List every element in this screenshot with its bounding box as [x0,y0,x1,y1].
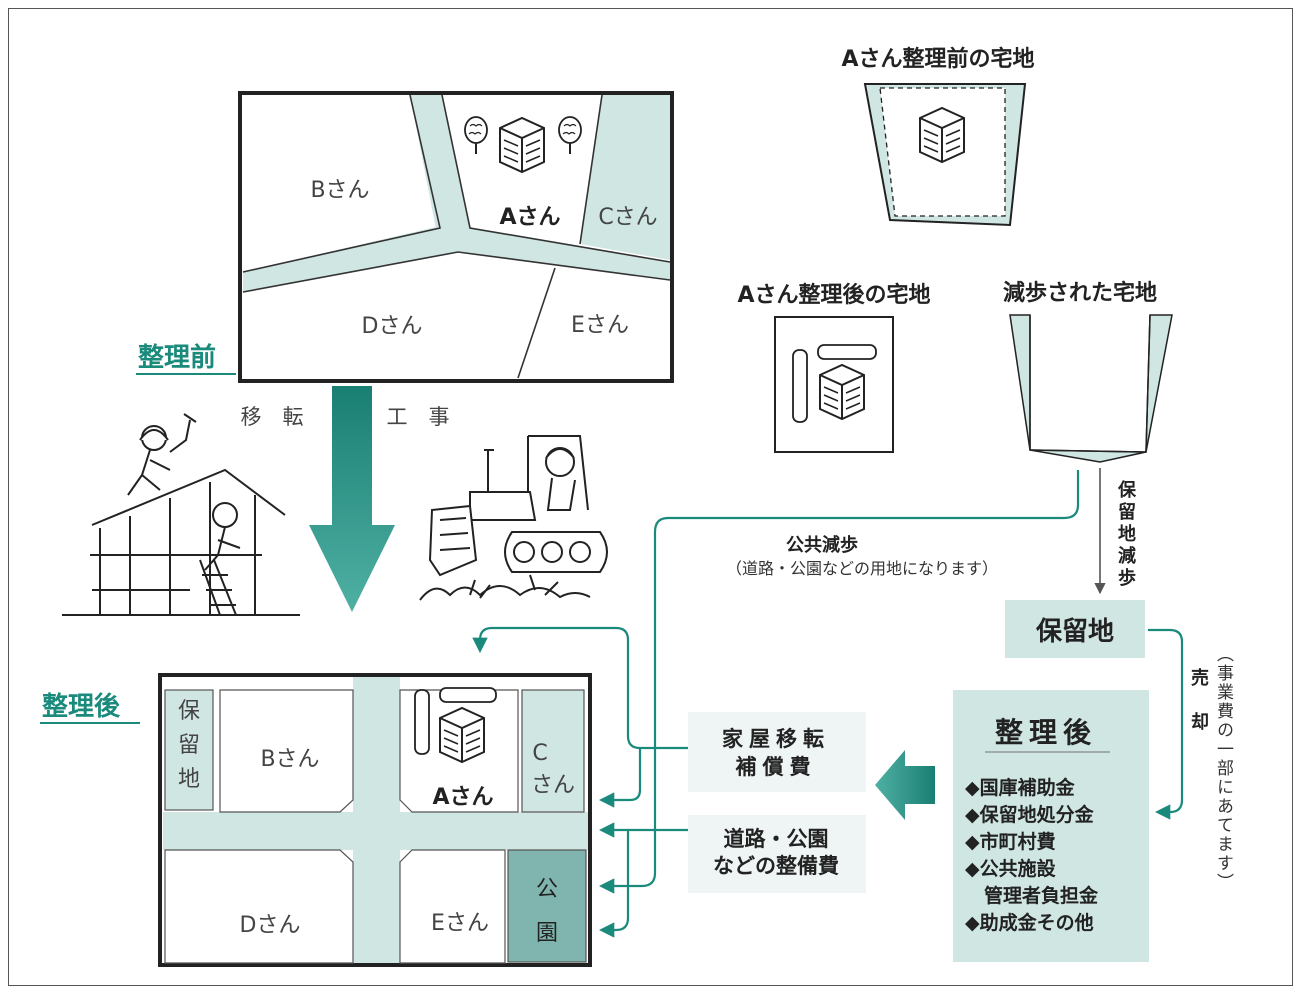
compensation-line-1: 家屋移転 [722,727,830,751]
compensation-to-c-arrow [598,748,642,808]
funding-list: ◆国庫補助金 ◆保留地処分金 ◆市町村費 ◆公共施設 管理者負担金 ◆助成金その… [965,776,1099,934]
before-road-vertical [410,95,470,250]
carpenter-house-illustration [62,413,300,616]
funding-box [953,690,1149,962]
relocation-label: 移 転 [241,405,304,429]
sale-char-1: 売 [1191,667,1209,689]
reduced-title: 減歩された宅地 [1003,280,1157,306]
a-after-title: Aさん整理後の宅地 [737,282,930,308]
text-label: 減 [1118,545,1136,567]
before-map: Bさん Aさん Cさん Dさん Eさん [238,91,674,383]
compensation-to-house-arrow [472,626,688,750]
after-lot-b-label: Bさん [260,747,319,772]
after-lot-d-label: Dさん [240,913,301,938]
maintenance-box [688,815,866,893]
after-reserve-char-2: 留 [178,733,200,758]
before-heading: 整理前 [138,342,216,373]
tree-icon [817,344,877,360]
before-lot-e-label: Eさん [571,313,629,338]
after-park-char-2: 園 [536,921,558,946]
bulldozer-illustration [419,435,608,601]
after-park [507,849,587,963]
outer-frame [8,8,1293,986]
funding-item: ◆市町村費 [965,830,1056,853]
text-label: 歩 [1118,568,1136,589]
funding-item: 管理者負担金 [965,884,1099,907]
after-lot-c [521,689,585,813]
maintenance-line-1: 道路・公園 [724,827,829,851]
sale-arrow [1148,628,1184,820]
after-lot-e-label: Eさん [431,911,489,936]
sale-note: （事業費の一部にあてます） [1213,645,1234,892]
a-after-lot [774,316,894,453]
reduced-lot [1009,314,1173,463]
maintenance-line-2: などの整備費 [713,854,839,878]
after-map: 保 留 地 Bさん Aさん C さん Dさん Eさん 公 園 [158,673,592,967]
before-lot-d-label: Dさん [362,314,423,339]
funding-title: 整理後 [995,716,1097,749]
a-before-title: Aさん整理前の宅地 [841,46,1034,72]
before-road-horizontal [243,226,670,292]
house-icon [819,364,865,420]
public-reduction-arrow [598,470,1080,894]
after-lot-c-label-2: さん [531,773,575,798]
sale-char-2: 却 [1191,712,1209,733]
text-label: 地 [1118,523,1136,545]
construction-label: 工 事 [387,405,450,429]
funding-item: ◆国庫補助金 [965,776,1076,799]
tree-icon [439,687,497,703]
after-road-cross [163,677,588,963]
before-lot-b-label: Bさん [310,178,369,203]
house-icon [439,707,485,763]
maintenance-to-park-arrow [598,830,630,938]
after-reserve-lot [164,689,214,811]
after-park-char-1: 公 [536,877,558,902]
compensation-box [688,712,866,792]
funding-item: ◆助成金その他 [965,911,1094,934]
funding-item: ◆公共施設 [965,857,1057,880]
before-lot-a-label: Aさん [499,205,560,230]
a-before-lot [863,83,1027,227]
after-reserve-char-1: 保 [178,699,200,724]
reserve-reduction-label: 保 留 地 減 歩 [1117,479,1137,589]
tree-icon [414,689,430,755]
reserve-land-label: 保留地 [1035,617,1114,647]
compensation-line-2: 補償費 [735,755,817,779]
after-lot-a-label: Aさん [432,785,493,810]
left-arrow-icon [875,750,935,820]
house-icon [919,107,965,163]
after-heading: 整理後 [42,691,121,722]
house-icon [499,117,545,173]
public-reduction-title: 公共減歩 [786,534,858,556]
reserve-land-box [1005,600,1145,658]
tree-icon [792,349,808,423]
public-reduction-note: （道路・公園などの用地になります） [726,559,998,578]
before-lot-c-shade [580,95,670,260]
text-label: 留 [1118,501,1136,523]
down-arrow-icon [309,386,395,612]
after-lot-c-label-1: C [532,741,547,766]
funding-item: ◆保留地処分金 [965,803,1095,826]
after-reserve-char-3: 地 [178,767,200,792]
text-label: 保 [1117,479,1137,501]
before-lot-c-label: Cさん [598,205,657,230]
